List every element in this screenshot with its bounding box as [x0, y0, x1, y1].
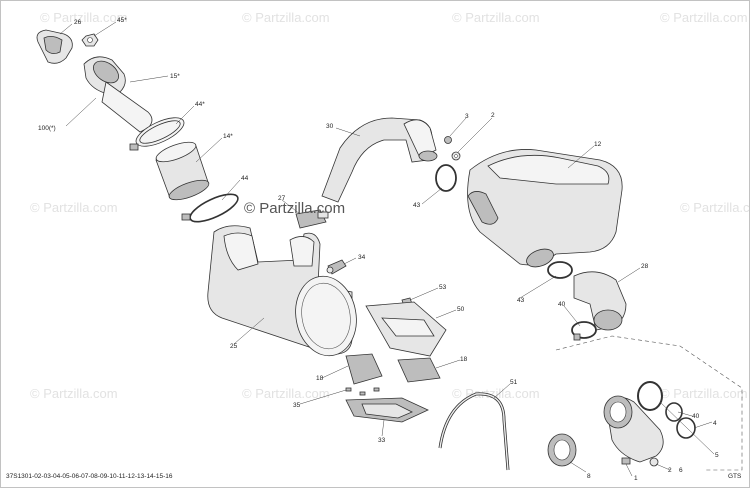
callout-40-lower[interactable]: 40: [692, 413, 700, 420]
watermark: © Partzilla.com: [242, 10, 330, 25]
sensor-27[interactable]: [295, 209, 329, 229]
callout-2[interactable]: 2: [491, 112, 495, 119]
elbow-pipe-28[interactable]: [573, 271, 627, 331]
callout-34[interactable]: 34: [358, 254, 366, 261]
sleeve-14[interactable]: [154, 138, 211, 204]
watermark: © Partzilla.com: [242, 386, 330, 401]
seal-8[interactable]: [547, 433, 577, 467]
callout-5[interactable]: 5: [715, 452, 719, 459]
callout-15-star[interactable]: 15*: [170, 73, 180, 80]
washer-3[interactable]: [444, 136, 452, 144]
clamp-43-lower[interactable]: [547, 261, 573, 279]
callout-labels: 26 45* 15* 100(*) 44* 14* 44 27 30 3 2 1…: [38, 17, 719, 482]
watermark: © Partzilla.com: [452, 10, 540, 25]
bracket-18-right[interactable]: [397, 357, 441, 383]
clamp-43-upper[interactable]: [435, 164, 457, 192]
clamp-40[interactable]: [571, 321, 597, 341]
screws-35[interactable]: [345, 387, 380, 396]
callout-44[interactable]: 44: [241, 175, 249, 182]
watermark: © Partzilla.com: [660, 10, 748, 25]
callout-43-upper[interactable]: 43: [413, 202, 421, 209]
callout-4[interactable]: 4: [713, 420, 717, 427]
callout-6[interactable]: 6: [679, 467, 683, 474]
callout-30[interactable]: 30: [326, 123, 334, 130]
clamp-26[interactable]: [36, 29, 73, 64]
resonator-12[interactable]: [467, 149, 623, 270]
watermark-layer: © Partzilla.com © Partzilla.com © Partzi…: [30, 10, 750, 401]
nut-2[interactable]: [451, 151, 461, 161]
watermark: © Partzilla.com: [30, 386, 118, 401]
gasket-6[interactable]: [637, 381, 663, 411]
strap-51[interactable]: [438, 392, 510, 471]
clamp-44-lower[interactable]: [181, 189, 241, 227]
callout-2-lower[interactable]: 2: [668, 467, 672, 474]
mount-plate-33[interactable]: [345, 397, 429, 423]
outlet-housing[interactable]: [603, 395, 664, 463]
clamp-44-upper[interactable]: [129, 112, 188, 152]
screw-1[interactable]: [621, 457, 631, 465]
o-ring-4[interactable]: [665, 402, 683, 422]
callout-33[interactable]: 33: [378, 437, 386, 444]
exhaust-pipe-30[interactable]: [321, 117, 438, 203]
callout-51[interactable]: 51: [510, 379, 518, 386]
nut-45[interactable]: [81, 33, 99, 47]
callout-28[interactable]: 28: [641, 263, 649, 270]
exhaust-pipe-15[interactable]: [83, 56, 153, 133]
callout-18-left[interactable]: 18: [316, 375, 324, 382]
catalog-code: 37S1301-02-03-04-05-06-07-08-09-10-11-12…: [6, 473, 173, 480]
bolt-34[interactable]: [326, 259, 347, 275]
watermark-main: © Partzilla.com: [244, 200, 345, 217]
callout-26[interactable]: 26: [74, 19, 82, 26]
callout-53[interactable]: 53: [439, 284, 447, 291]
callout-100[interactable]: 100(*): [38, 125, 56, 132]
callout-12[interactable]: 12: [594, 141, 602, 148]
detail-boundary: [555, 335, 743, 471]
callout-43-lower[interactable]: 43: [517, 297, 525, 304]
ring-5[interactable]: [676, 417, 696, 439]
watermark: © Partzilla.com: [40, 10, 128, 25]
callout-14-star[interactable]: 14*: [223, 133, 233, 140]
leader-lines: [59, 21, 715, 477]
callout-8[interactable]: 8: [587, 473, 591, 480]
heat-shield-50[interactable]: [365, 301, 447, 357]
callout-18-right[interactable]: 18: [460, 356, 468, 363]
watermark: © Partzilla.com: [30, 200, 118, 215]
callout-45-star[interactable]: 45*: [117, 17, 127, 24]
callout-3[interactable]: 3: [465, 113, 469, 120]
callout-50[interactable]: 50: [457, 306, 465, 313]
callout-27[interactable]: 27: [278, 195, 286, 202]
nut-2-lower[interactable]: [649, 457, 659, 467]
watermark: © Partzilla.com: [660, 386, 748, 401]
callout-40-upper[interactable]: 40: [558, 301, 566, 308]
callout-1[interactable]: 1: [634, 475, 638, 482]
callout-25[interactable]: 25: [230, 343, 238, 350]
model-code: GTS: [728, 473, 742, 480]
watermark: © Partzilla.com: [680, 200, 750, 215]
callout-44-star[interactable]: 44*: [195, 101, 205, 108]
muffler-25[interactable]: [207, 225, 363, 361]
bracket-18-left[interactable]: [345, 353, 383, 385]
watermark: © Partzilla.com: [452, 386, 540, 401]
callout-35[interactable]: 35: [293, 402, 301, 409]
